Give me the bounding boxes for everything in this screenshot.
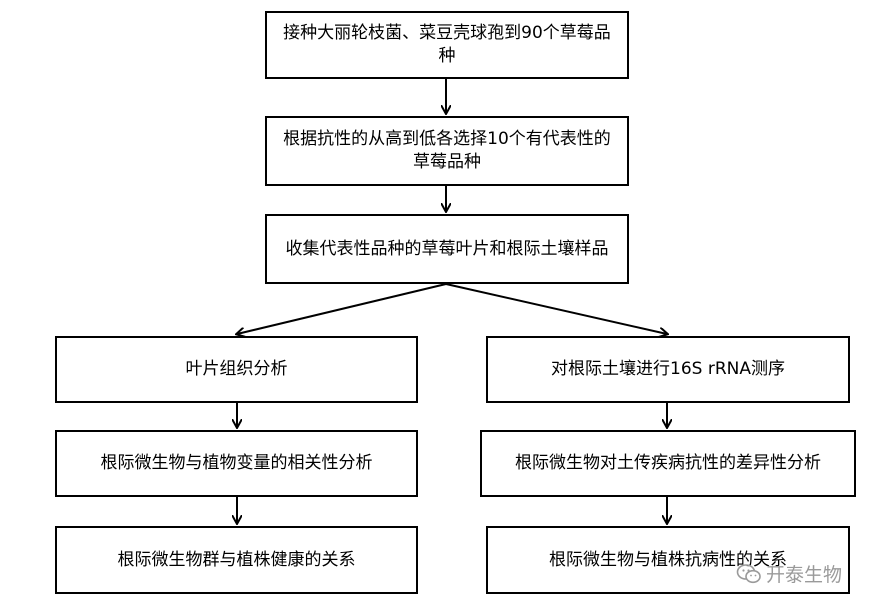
wechat-logo-icon — [736, 563, 761, 583]
watermark: 开泰生物 — [736, 560, 842, 587]
step1-box: 接种大丽轮枝菌、菜豆壳球孢到90个草莓品种 — [265, 11, 629, 79]
arrow-step3-to-left — [237, 283, 447, 334]
left-step1-text: 叶片组织分析 — [185, 359, 288, 379]
watermark-text: 开泰生物 — [766, 564, 843, 586]
left-step3-box: 根际微生物群与植株健康的关系 — [55, 526, 418, 594]
right-step1-box: 对根际土壤进行16S rRNA测序 — [486, 336, 850, 403]
left-step2-box: 根际微生物与植物变量的相关性分析 — [55, 430, 418, 497]
step2-text: 根据抗性的从高到低各选择10个有代表性的草莓品种 — [283, 129, 611, 172]
arrow-step3-to-right — [445, 283, 667, 334]
left-step1-box: 叶片组织分析 — [55, 336, 418, 403]
step2-box: 根据抗性的从高到低各选择10个有代表性的草莓品种 — [265, 116, 629, 186]
right-step1-text: 对根际土壤进行16S rRNA测序 — [551, 359, 785, 379]
right-step2-text: 根际微生物对土传疾病抗性的差异性分析 — [515, 453, 821, 473]
right-step3-text: 根际微生物与植株抗病性的关系 — [549, 549, 787, 570]
step1-text: 接种大丽轮枝菌、菜豆壳球孢到90个草莓品种 — [283, 23, 611, 66]
right-step2-box: 根际微生物对土传疾病抗性的差异性分析 — [480, 430, 856, 497]
left-step2-text: 根际微生物与植物变量的相关性分析 — [100, 453, 373, 473]
right-step3-box: 根际微生物与植株抗病性的关系 — [486, 526, 850, 594]
step3-box: 收集代表性品种的草莓叶片和根际土壤样品 — [265, 214, 629, 284]
step3-text: 收集代表性品种的草莓叶片和根际土壤样品 — [285, 238, 609, 259]
left-step3-text: 根际微生物群与植株健康的关系 — [117, 549, 356, 570]
